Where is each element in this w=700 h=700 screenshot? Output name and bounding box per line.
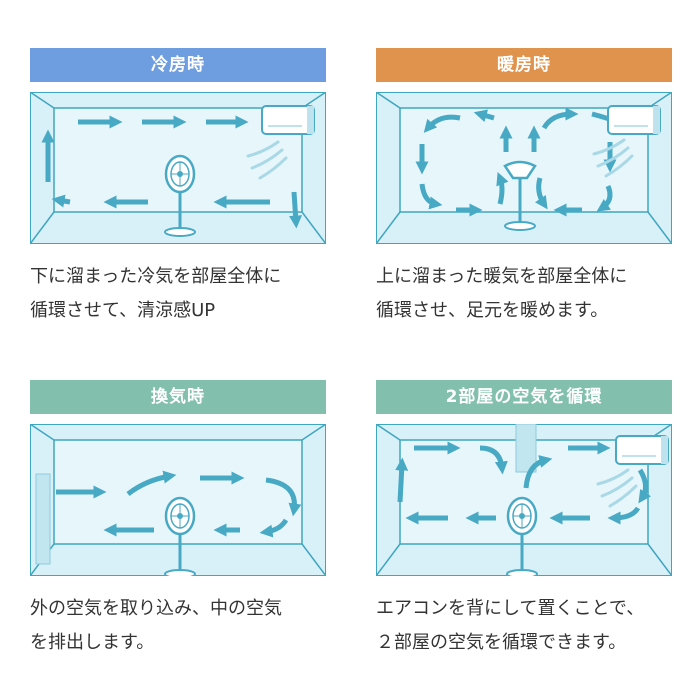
caption: エアコンを背にして置くことで、 ２部屋の空気を循環できます。: [376, 592, 672, 660]
panel-cooling: 冷房時 下に溜まった冷気を部屋全体に 循環させて、清涼感UP: [30, 48, 326, 328]
caption-line: 上に溜まった暖気を部屋全体に: [376, 266, 628, 287]
panel-title: 2部屋の空気を循環: [376, 380, 672, 414]
panel-title: 暖房時: [376, 48, 672, 82]
caption: 上に溜まった暖気を部屋全体に 循環させ、足元を暖めます。: [376, 260, 672, 328]
caption-line: 循環させ、足元を暖めます。: [376, 300, 609, 321]
window-icon: [35, 473, 51, 565]
caption-line: 循環させて、清涼感UP: [30, 300, 216, 321]
caption-line: 下に溜まった冷気を部屋全体に: [30, 266, 282, 287]
panel-heating: 暖房時 上に溜まった暖気を部屋全体に 循環させ、足元を暖めます。: [376, 48, 672, 328]
caption-line: エアコンを背にして置くことで、: [376, 598, 645, 619]
caption: 外の空気を取り込み、中の空気 を排出します。: [30, 592, 326, 660]
caption-line: 外の空気を取り込み、中の空気: [30, 598, 282, 619]
caption-line: を排出します。: [30, 632, 155, 653]
room-diagram: [376, 424, 672, 576]
caption-line: ２部屋の空気を循環できます。: [376, 632, 627, 653]
room-diagram: [30, 92, 326, 244]
caption: 下に溜まった冷気を部屋全体に 循環させて、清涼感UP: [30, 260, 326, 328]
panel-title: 冷房時: [30, 48, 326, 82]
room-diagram: [30, 424, 326, 576]
panel-title: 換気時: [30, 380, 326, 414]
panel-circulation: 2部屋の空気を循環 エアコンを背にして置くことで、 ２部屋の空気を循環できます。: [376, 380, 672, 660]
room-diagram: [376, 92, 672, 244]
partition-wall: [515, 424, 537, 473]
panel-ventilation: 換気時 外の空気を取り込み、中の空気 を排出します。: [30, 380, 326, 660]
